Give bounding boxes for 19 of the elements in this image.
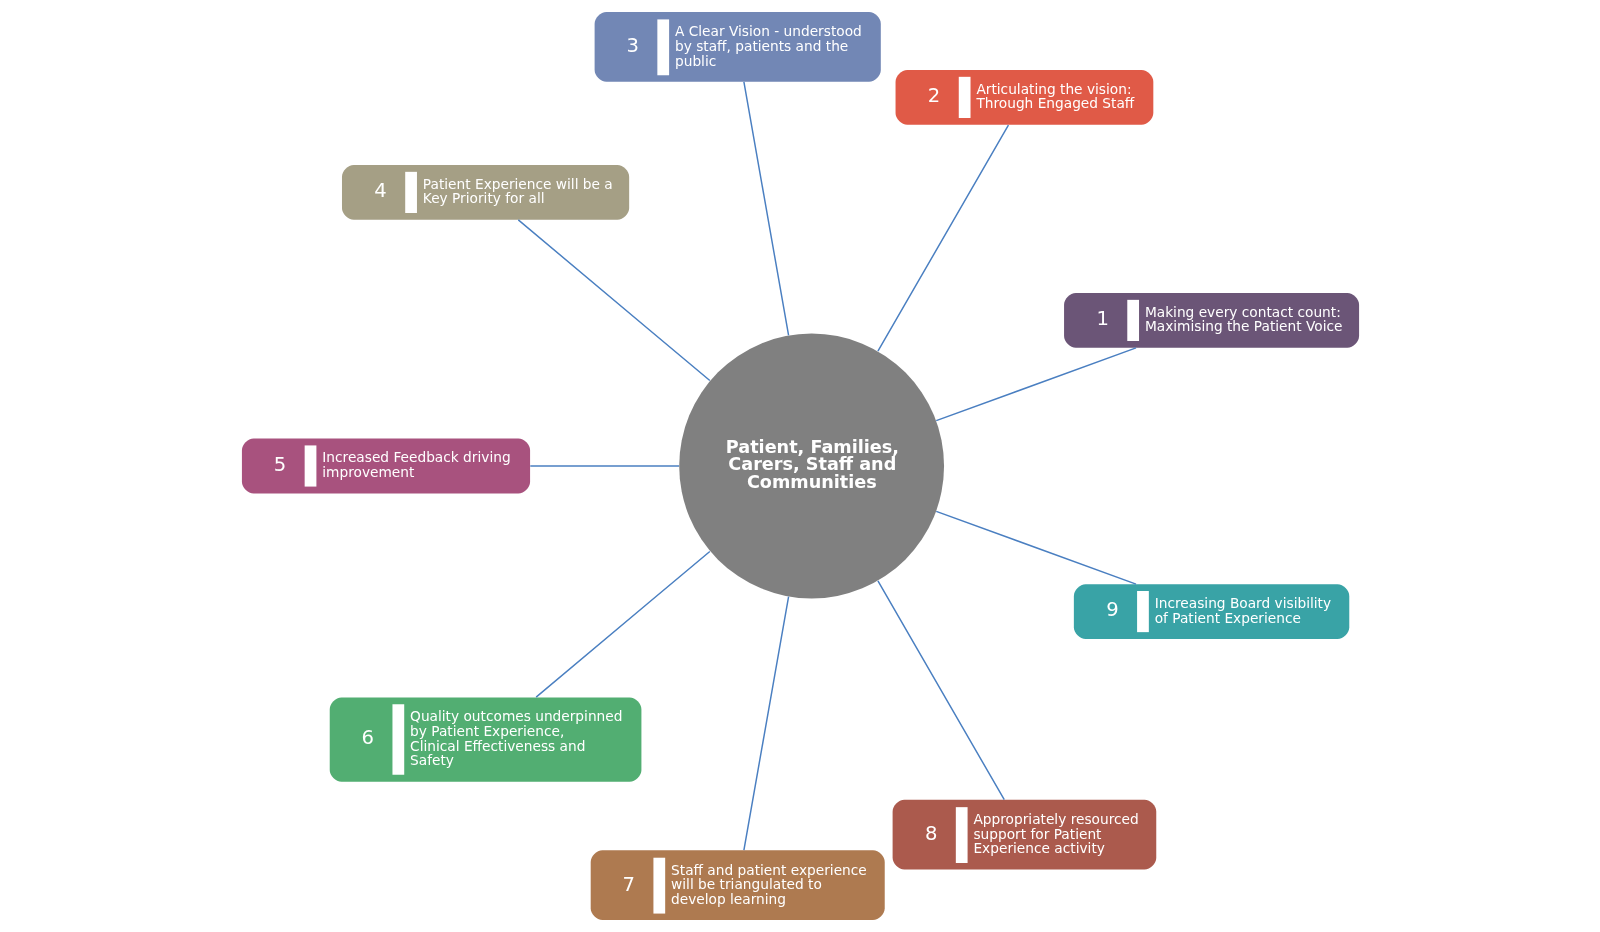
- node-box: 4 Patient Experience will be a Key Priority for all: [341, 164, 629, 220]
- connector: [876, 580, 1005, 801]
- node-box: 7 Staff and patient experience will be triangulated to develop learning: [590, 850, 885, 920]
- connector: [517, 219, 711, 382]
- node-box: 3 A Clear Vision - understood by staff, patients and the public: [594, 12, 881, 82]
- connector: [935, 347, 1137, 422]
- node-box: 1 Making every contact count: Maximising the Patient Voice: [1063, 293, 1359, 348]
- node-box: 2 Articulating the vision: Through Engaged Staff: [895, 69, 1153, 125]
- node-circle: Patient, Families, Carers, Staff and Communities: [678, 333, 944, 599]
- connector: [935, 510, 1137, 585]
- connector: [742, 595, 789, 851]
- connector: [529, 465, 680, 467]
- node-box: 6 Quality outcomes underpinned by Patient Experience, Clinical Effectiveness and Safety: [329, 697, 641, 782]
- connector: [876, 124, 1009, 352]
- connector: [742, 81, 789, 337]
- connector: [534, 550, 711, 698]
- node-box: 8 Appropriately resourced support for Patient Experience activity: [892, 799, 1156, 870]
- node-box: 5 Increased Feedback driving improvement: [241, 438, 530, 494]
- node-box: 9 Increasing Board visibility of Patient Experience: [1073, 584, 1349, 639]
